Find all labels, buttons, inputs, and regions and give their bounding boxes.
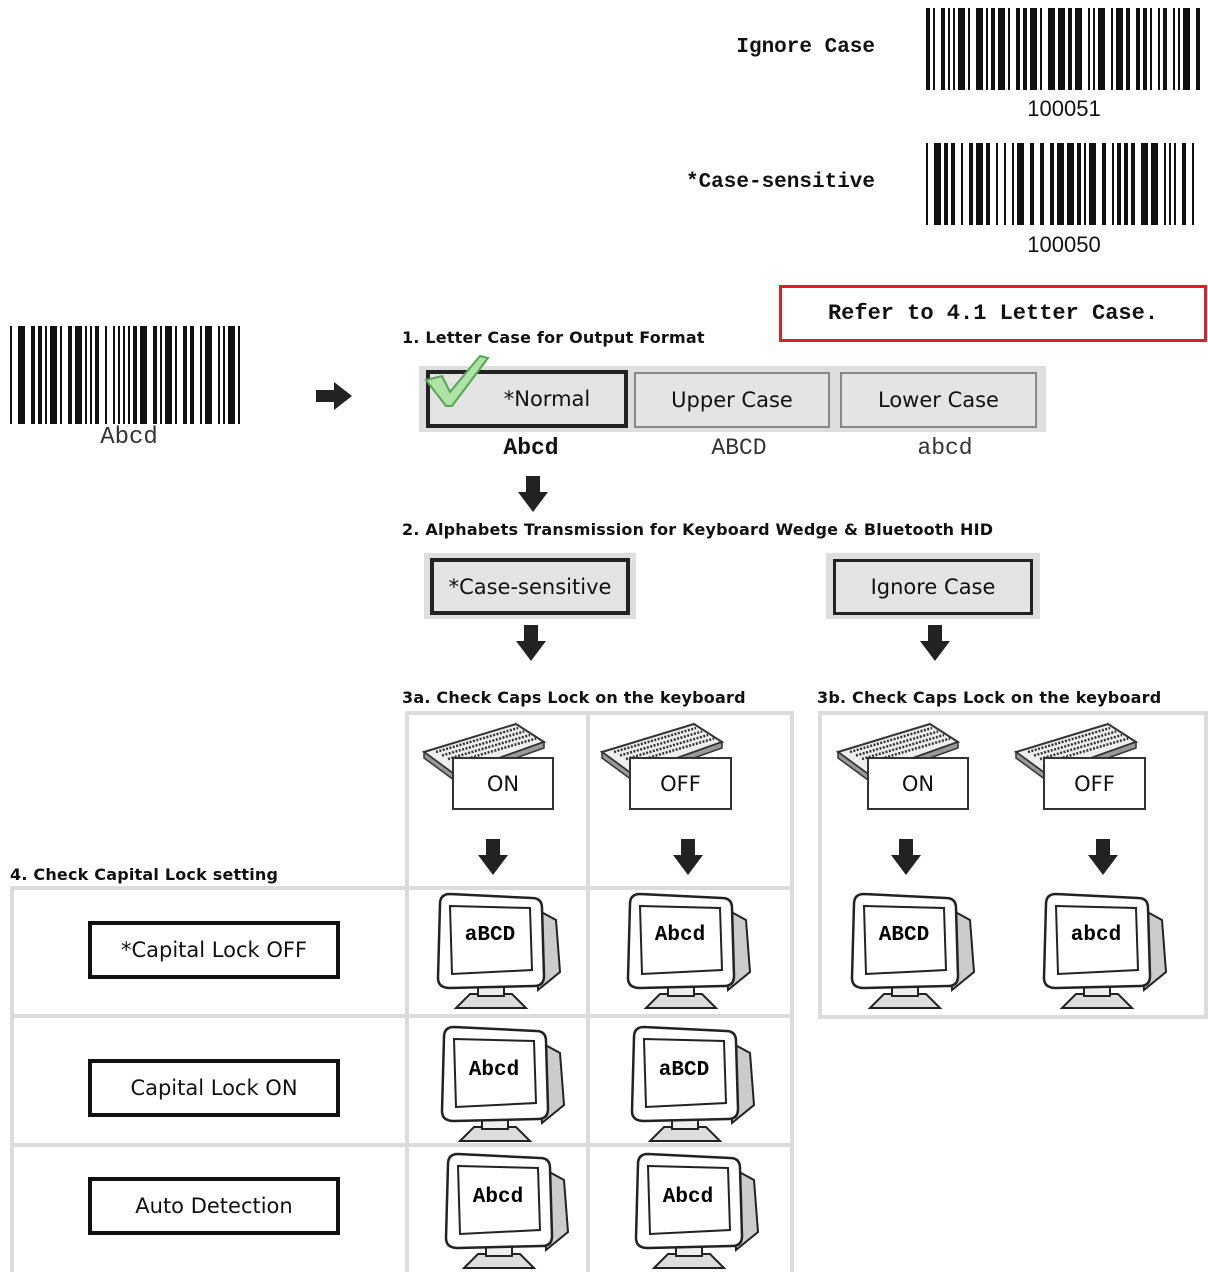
arrow-down-icon bbox=[516, 625, 546, 661]
monitor-text: abcd bbox=[1071, 924, 1121, 947]
case-sensitive-barcode-label: *Case-sensitive bbox=[685, 171, 875, 194]
step1-title: 1. Letter Case for Output Format bbox=[402, 328, 705, 347]
arrow-down-icon bbox=[518, 476, 548, 512]
arrow-down-icon bbox=[920, 625, 950, 661]
caps-on-label: ON bbox=[867, 757, 969, 810]
step4-title: 4. Check Capital Lock setting bbox=[10, 865, 279, 884]
monitor-icon: aBCD bbox=[630, 1025, 756, 1142]
arrow-down-icon bbox=[673, 839, 703, 875]
reference-note: Refer to 4.1 Letter Case. bbox=[779, 285, 1207, 342]
monitor-icon: ABCD bbox=[850, 892, 976, 1009]
step3b-title: 3b. Check Caps Lock on the keyboard bbox=[817, 688, 1162, 707]
arrow-down-icon bbox=[478, 839, 508, 875]
arrow-down-icon bbox=[891, 839, 921, 875]
monitor-text: aBCD bbox=[659, 1059, 709, 1082]
ignore-case-barcode-label: Ignore Case bbox=[736, 36, 875, 59]
auto-detection-button[interactable]: Auto Detection bbox=[88, 1177, 340, 1235]
lower-example: abcd bbox=[917, 435, 973, 461]
arrow-down-icon bbox=[1088, 839, 1118, 875]
monitor-icon: Abcd bbox=[440, 1025, 566, 1142]
sample-barcode-icon bbox=[10, 326, 240, 424]
monitor-text: Abcd bbox=[655, 924, 705, 947]
normal-example: Abcd bbox=[503, 435, 559, 461]
caps-off-label: OFF bbox=[1043, 757, 1146, 810]
case-sensitive-barcode-number: 100050 bbox=[1027, 232, 1101, 257]
monitor-text: aBCD bbox=[465, 924, 515, 947]
capital-lock-on-button[interactable]: Capital Lock ON bbox=[88, 1059, 340, 1117]
caps-on-label: ON bbox=[452, 757, 554, 810]
letter-case-lower-button[interactable]: Lower Case bbox=[840, 372, 1037, 428]
keyboard-icon bbox=[421, 722, 547, 781]
caps-off-label: OFF bbox=[629, 757, 732, 810]
monitor-icon: Abcd bbox=[634, 1152, 760, 1269]
monitor-icon: Abcd bbox=[626, 892, 752, 1009]
case-sensitive-barcode-icon bbox=[926, 143, 1194, 225]
monitor-icon: aBCD bbox=[436, 892, 562, 1009]
transmission-case-sensitive-button[interactable]: *Case-sensitive bbox=[430, 558, 630, 615]
checkmark-icon bbox=[424, 354, 490, 407]
monitor-icon: Abcd bbox=[444, 1152, 570, 1269]
letter-case-upper-button[interactable]: Upper Case bbox=[634, 372, 830, 428]
transmission-ignore-case-button[interactable]: Ignore Case bbox=[833, 559, 1033, 615]
upper-example: ABCD bbox=[711, 435, 767, 461]
arrow-right-icon bbox=[316, 382, 352, 410]
sample-barcode-text: Abcd bbox=[100, 424, 158, 451]
monitor-text: Abcd bbox=[469, 1059, 519, 1082]
step3a-title: 3a. Check Caps Lock on the keyboard bbox=[402, 688, 746, 707]
normal-label: *Normal bbox=[503, 387, 591, 411]
ignore-case-barcode-icon bbox=[926, 8, 1200, 90]
monitor-text: Abcd bbox=[473, 1186, 523, 1209]
capital-lock-off-button[interactable]: *Capital Lock OFF bbox=[88, 921, 340, 979]
ignore-case-barcode-number: 100051 bbox=[1027, 96, 1101, 121]
monitor-text: ABCD bbox=[879, 924, 929, 947]
monitor-icon: abcd bbox=[1042, 892, 1168, 1009]
step2-title: 2. Alphabets Transmission for Keyboard W… bbox=[402, 520, 994, 539]
monitor-text: Abcd bbox=[663, 1186, 713, 1209]
